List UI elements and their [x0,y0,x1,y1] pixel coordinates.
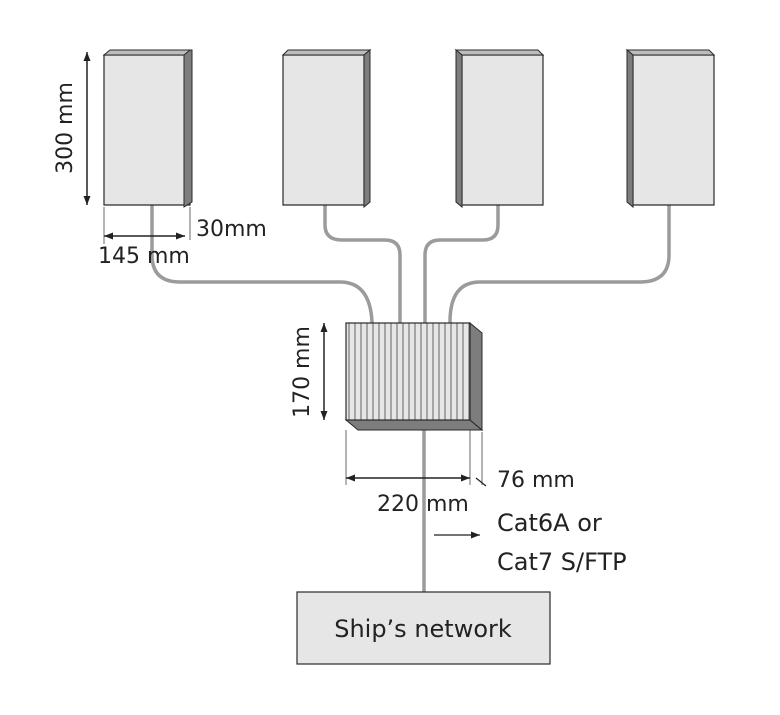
switch-depth-label: 76 mm [497,468,575,493]
cable-antenna-4 [448,203,671,324]
cables [150,203,671,594]
antenna-panel-2 [281,48,372,209]
antenna-dimensions: 300 mm 145 mm 30mm [53,52,267,269]
switch-depth-dimension-line [475,477,487,487]
cable-antenna-1 [150,203,374,324]
antenna-depth-label: 30mm [196,217,267,242]
ships-network-label: Ship’s network [334,615,512,643]
switch-width-label: 220 mm [377,492,469,517]
antenna-panel-1 [102,49,193,208]
cable-antenna-3 [423,203,500,324]
cable-type-callout: Cat6A or Cat7 S/FTP [434,509,627,576]
cable-antenna-2 [323,203,402,324]
switch-height-label: 170 mm [290,326,315,418]
cable-type-line2: Cat7 S/FTP [497,548,627,576]
antenna-height-label: 300 mm [53,82,78,174]
antenna-panel-3 [454,48,545,209]
ships-network-box: Ship’s network [296,591,551,665]
antenna-panel-4 [625,48,716,209]
switch-box [344,321,484,432]
switch-dimensions: 170 mm 220 mm 76 mm [290,323,575,517]
cable-type-line1: Cat6A or [497,509,602,537]
antenna-width-label: 145 mm [98,244,190,269]
